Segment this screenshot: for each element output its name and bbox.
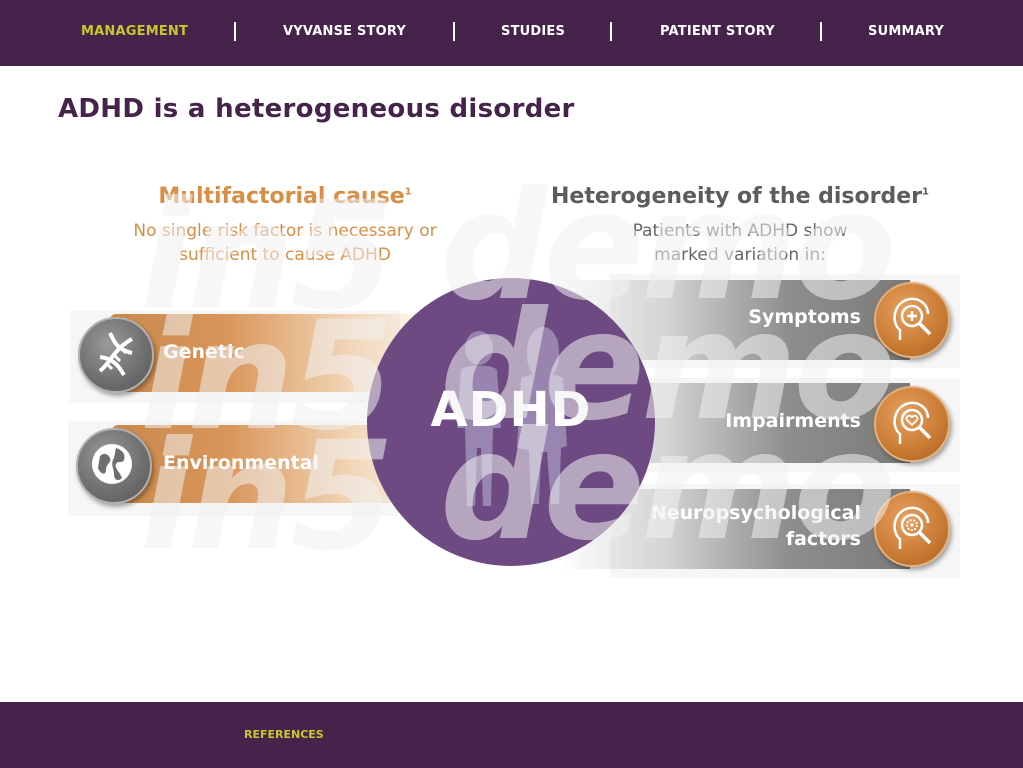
nav-separator xyxy=(453,22,455,41)
globe-icon xyxy=(92,444,132,484)
nav-tab-vyvanse-story[interactable]: VYVANSE STORY xyxy=(283,24,406,39)
children-silhouette-icon xyxy=(457,327,567,506)
nav-separator xyxy=(234,22,236,41)
nav-separator xyxy=(820,22,822,41)
nav-tab-studies[interactable]: STUDIES xyxy=(501,24,566,39)
symptoms-button[interactable] xyxy=(874,282,950,358)
impairments-button[interactable] xyxy=(874,386,950,462)
head-heart-magnifier-icon xyxy=(893,401,932,444)
footer-bar xyxy=(0,702,1023,768)
nav-separator xyxy=(610,22,612,41)
page-title: ADHD is a heterogeneous disorder xyxy=(58,94,575,124)
environmental-button[interactable] xyxy=(76,428,152,504)
left-heading: Multifactorial cause1 xyxy=(158,184,412,209)
nav-tab-management[interactable]: MANAGEMENT xyxy=(81,24,189,39)
symptoms-label: Symptoms xyxy=(748,306,861,328)
head-plus-magnifier-icon xyxy=(893,297,932,340)
right-heading: Heterogeneity of the disorder1 xyxy=(551,184,929,209)
head-gear-magnifier-icon xyxy=(893,506,932,549)
dna-icon xyxy=(98,332,134,377)
genetic-label: Genetic xyxy=(163,341,245,363)
nav-tab-summary[interactable]: SUMMARY xyxy=(868,24,944,39)
nav-tab-patient-story[interactable]: PATIENT STORY xyxy=(660,24,775,39)
adhd-label: ADHD xyxy=(430,382,592,438)
adhd-circle xyxy=(367,278,655,566)
neuropsychological-button[interactable] xyxy=(874,491,950,567)
genetic-button[interactable] xyxy=(78,317,154,393)
top-navigation-bar xyxy=(0,0,1023,66)
references-link[interactable]: REFERENCES xyxy=(244,728,324,741)
environmental-label: Environmental xyxy=(163,452,319,474)
impairments-label: Impairments xyxy=(725,410,861,432)
